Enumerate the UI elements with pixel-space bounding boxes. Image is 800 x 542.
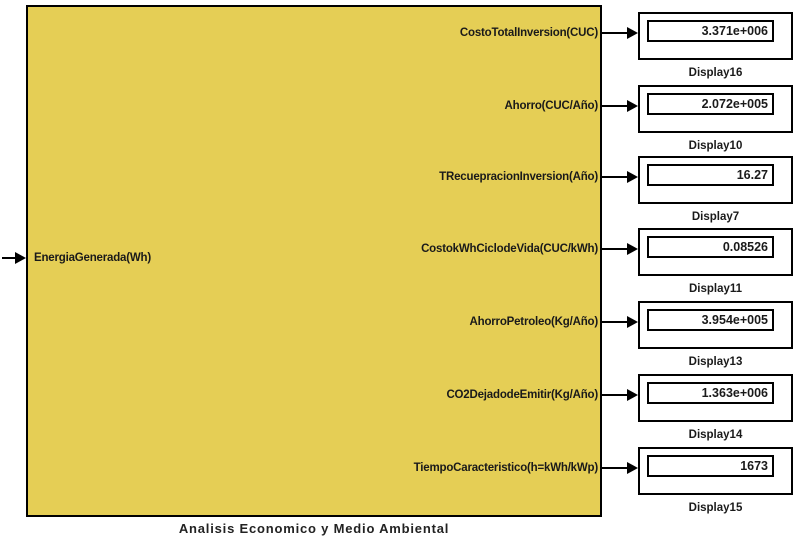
subsystem-caption: Analisis Economico y Medio Ambiental [178,521,450,536]
display-value-box: 3.371e+006 [647,20,774,42]
display-value: 3.371e+006 [701,24,768,38]
display-value-box: 1673 [647,455,774,477]
display-block[interactable]: 16.27 [638,156,793,204]
display-value-box: 2.072e+005 [647,93,774,115]
signal-arrow-icon [602,389,638,401]
display-value: 16.27 [736,168,768,182]
output-port-label: AhorroPetroleo(Kg/Año) [469,316,599,328]
display-name-label: Display15 [688,502,743,514]
display-value-box: 3.954e+005 [647,309,774,331]
display-value: 2.072e+005 [701,97,768,111]
display-block[interactable]: 1673 [638,447,793,495]
output-port-label: CO2DejadodeEmitir(Kg/Año) [446,389,598,401]
display-block[interactable]: 2.072e+005 [638,85,793,133]
display-block[interactable]: 3.371e+006 [638,12,793,60]
display-block[interactable]: 1.363e+006 [638,374,793,422]
signal-arrow-icon [602,100,638,112]
output-port-label: Ahorro(CUC/Año) [504,100,599,112]
signal-arrow-icon [602,462,638,474]
display-value: 0.08526 [722,240,768,254]
display-name-label: Display13 [688,356,743,368]
output-port-label: CostoTotalInversion(CUC) [459,27,598,39]
display-name-label: Display16 [688,67,743,79]
display-value: 1.363e+006 [701,386,768,400]
display-block[interactable]: 0.08526 [638,228,793,276]
display-name-label: Display11 [688,283,743,295]
display-name-label: Display7 [691,211,740,223]
display-value-box: 16.27 [647,164,774,186]
display-name-label: Display10 [688,140,743,152]
display-value: 1673 [740,459,768,473]
input-signal-arrow-icon [2,252,26,264]
display-value-box: 0.08526 [647,236,774,258]
display-name-label: Display14 [688,429,743,441]
output-port-label: TRecuepracionInversion(Año) [439,171,598,183]
output-port-label: CostokWhCiclodeVida(CUC/kWh) [421,243,598,255]
signal-arrow-icon [602,243,638,255]
subsystem-block-analisis[interactable]: EnergiaGenerada(Wh) CostoTotalInversion(… [26,5,602,517]
output-port-label: TiempoCaracteristico(h=kWh/kWp) [413,462,599,474]
display-block[interactable]: 3.954e+005 [638,301,793,349]
input-port-label: EnergiaGenerada(Wh) [34,252,151,264]
signal-arrow-icon [602,27,638,39]
display-value: 3.954e+005 [701,313,768,327]
signal-arrow-icon [602,316,638,328]
display-value-box: 1.363e+006 [647,382,774,404]
signal-arrow-icon [602,171,638,183]
